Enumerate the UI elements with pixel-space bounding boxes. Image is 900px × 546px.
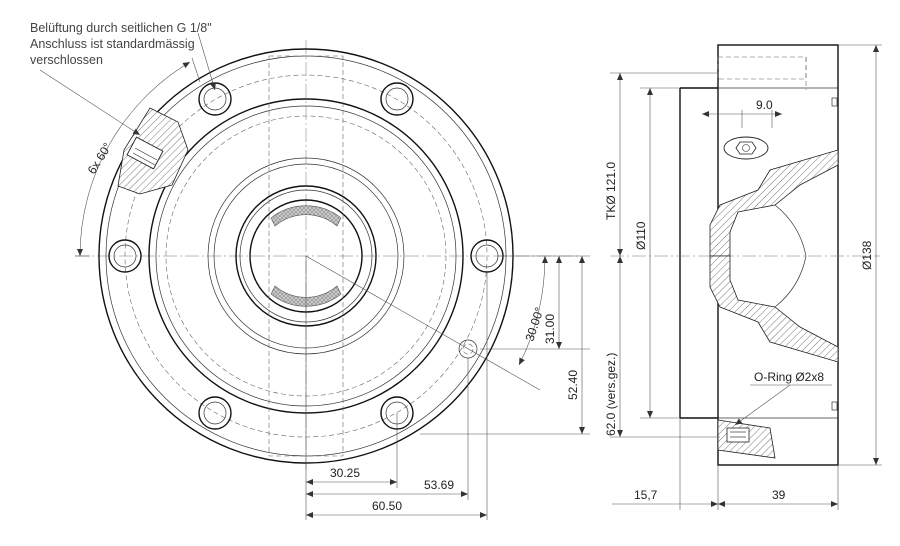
oring-leader [734, 384, 791, 426]
bolt-hole-top-right [380, 82, 414, 116]
vent-section [117, 107, 189, 195]
front-view [39, 32, 590, 520]
label-31-00: 31.00 [543, 314, 557, 344]
label-30-25: 30.25 [330, 466, 360, 480]
side-view [610, 44, 882, 510]
label-39: 39 [772, 488, 786, 502]
label-52-40: 52.40 [566, 370, 580, 400]
side-section-bottom [709, 255, 839, 363]
label-62: 62.0 (vers.gez.) [604, 353, 618, 436]
side-screw-top [723, 136, 769, 160]
note-leader-1 [197, 32, 216, 91]
knurl-arc-bottom [270, 285, 342, 307]
knurl-arc-top [270, 205, 342, 227]
label-53-69: 53.69 [424, 478, 454, 492]
side-body-outline [717, 44, 839, 466]
label-110: Ø110 [634, 221, 648, 250]
annotations: Belüftung durch seitlichen G 1/8" Anschl… [30, 21, 874, 513]
label-138: Ø138 [860, 240, 874, 270]
angle30-arc [518, 255, 549, 366]
side-section-top [709, 149, 839, 257]
label-60-50: 60.50 [372, 499, 402, 513]
hidden-pocket [268, 55, 344, 457]
side-oring [717, 419, 776, 459]
bolt-hole-top-left [198, 82, 232, 116]
angle-dim-arc [77, 61, 191, 257]
label-oring: O-Ring Ø2x8 [754, 370, 824, 384]
label-bolt-angle: 6x 60° [85, 140, 115, 177]
side-hidden-bolt [717, 56, 807, 80]
note-line-3: verschlossen [30, 53, 103, 67]
note-leader-2 [39, 69, 141, 136]
label-tk121: TKØ 121.0 [604, 162, 618, 220]
bolt-hole-bottom-left [198, 396, 232, 430]
label-15-7: 15,7 [634, 488, 658, 502]
note-line-1: Belüftung durch seitlichen G 1/8" [30, 21, 212, 35]
label-9-0: 9.0 [756, 98, 773, 112]
note-line-2: Anschluss ist standardmässig [30, 37, 195, 51]
